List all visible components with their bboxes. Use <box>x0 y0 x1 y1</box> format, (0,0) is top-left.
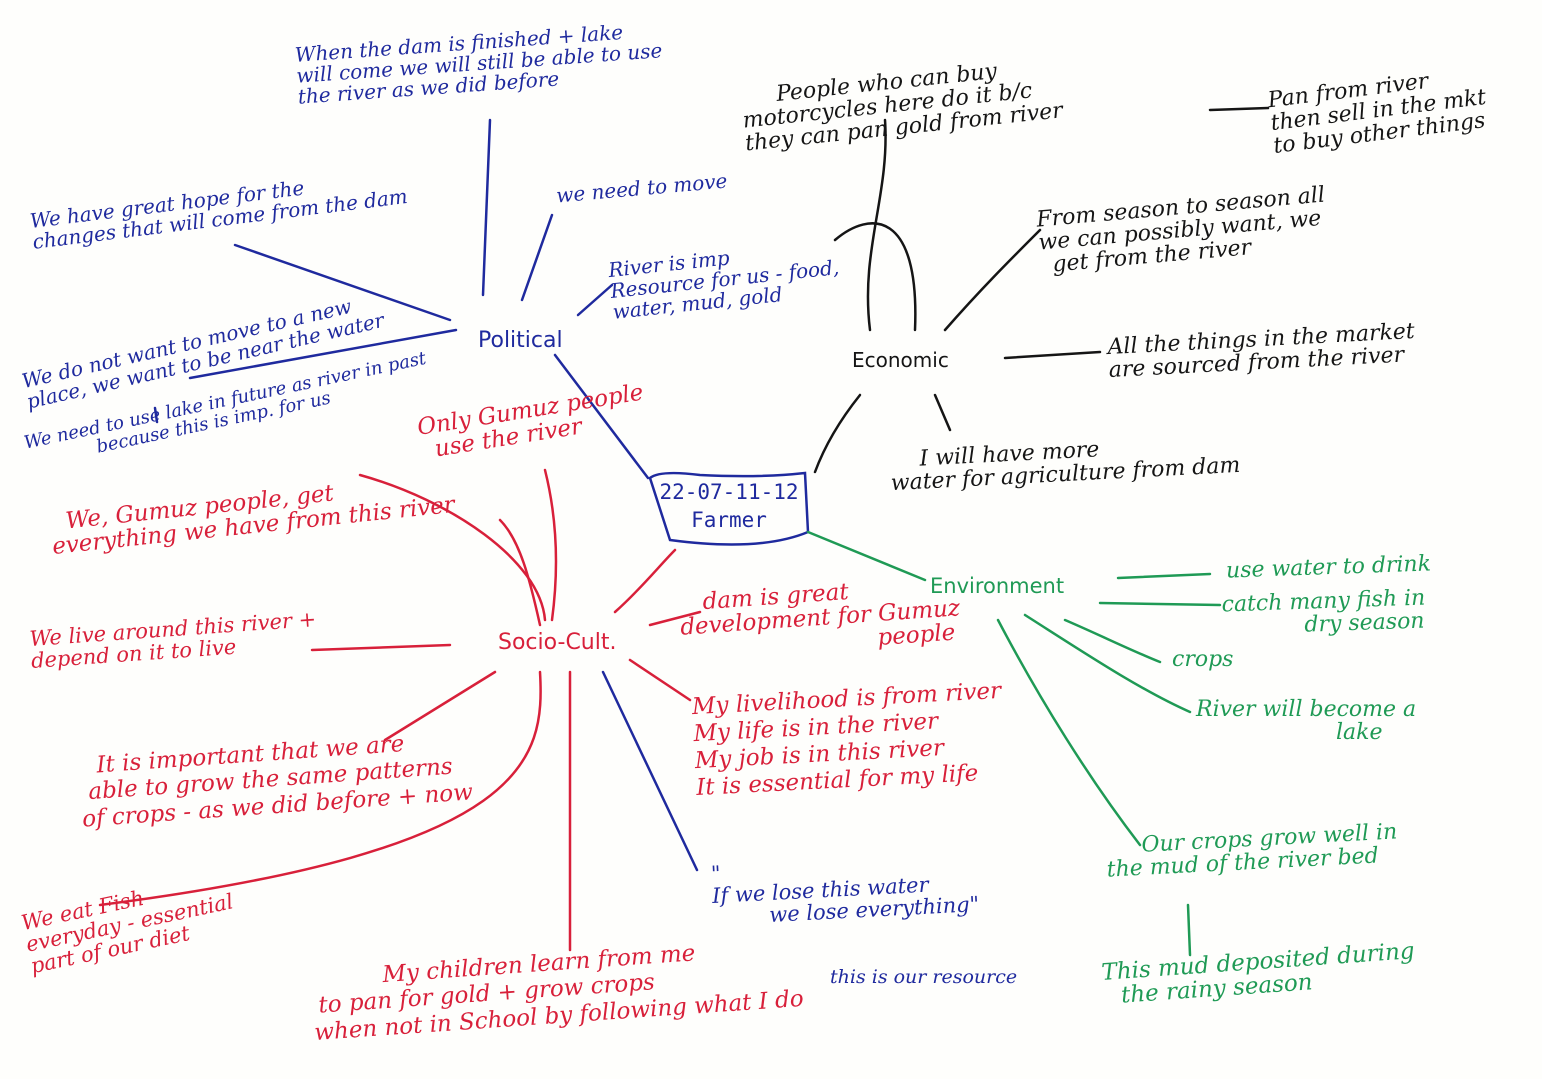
connector-socio-gumuz <box>543 468 558 622</box>
center-date: 22-07-11-12 <box>659 480 799 504</box>
connector-socio-important <box>383 670 497 742</box>
connector-economic-market <box>1003 350 1102 360</box>
hub-economic: Economic <box>852 348 949 372</box>
connector-env-fish <box>1098 601 1222 607</box>
environment-connectors <box>806 530 1222 957</box>
connector-political-hope <box>233 243 452 322</box>
connector-economic-center <box>813 393 862 474</box>
hub-environment: Environment <box>930 574 1065 598</box>
connector-center-box <box>648 471 810 546</box>
connector-economic-water <box>933 393 952 432</box>
connector-env-crops <box>1063 618 1162 664</box>
connector-economic-pan <box>1208 106 1270 112</box>
connector-socio-fish <box>98 670 542 907</box>
connector-env-grow <box>996 618 1142 847</box>
connector-political-center <box>553 353 650 480</box>
connector-political-move <box>520 213 554 302</box>
env-note-lake: River will become a lake <box>1196 698 1416 744</box>
center-role: Farmer <box>691 508 767 533</box>
note-line: this is our resource <box>830 966 1018 988</box>
socio-note-livelihood: My livelihood is from river My life is i… <box>691 678 1006 803</box>
connector-socio-we2 <box>498 518 542 627</box>
connector-socio-center <box>613 548 677 614</box>
socio-connectors <box>98 468 702 952</box>
connector-socio-livelihood <box>628 658 692 702</box>
connector-socio-dam <box>648 610 702 627</box>
note-line: River will become a <box>1196 697 1417 722</box>
center-node: 22-07-11-12 Farmer <box>648 478 810 535</box>
connector-env-mud <box>1186 903 1192 957</box>
connector-socio-lose <box>601 670 699 872</box>
socio-note-resource: this is our resource <box>830 966 1018 988</box>
hub-socio-cult: Socio-Cult. <box>498 630 617 655</box>
connector-economic-loop <box>833 222 917 332</box>
socio-note-lose-water: " If we lose this water we lose everythi… <box>710 849 979 929</box>
connector-use-lake-tick <box>153 406 159 424</box>
connector-env-drink <box>1116 572 1212 580</box>
connector-economic-season <box>943 228 1042 332</box>
connector-env-lake <box>1023 613 1192 714</box>
env-note-fish: catch many fish in dry season <box>1221 585 1426 639</box>
note-line: crops <box>1172 647 1234 672</box>
connector-socio-we <box>358 473 547 622</box>
connector-socio-live <box>310 643 452 652</box>
political-connectors <box>153 118 810 872</box>
economic-connectors <box>813 106 1270 474</box>
connector-political-notmove <box>188 328 458 380</box>
note-line: lake <box>1336 720 1383 746</box>
connector-env-center <box>806 530 927 582</box>
hub-political: Political <box>478 328 563 353</box>
connector-political-dam <box>481 118 492 297</box>
connector-political-river <box>576 283 614 317</box>
env-note-crops: crops <box>1172 648 1233 671</box>
